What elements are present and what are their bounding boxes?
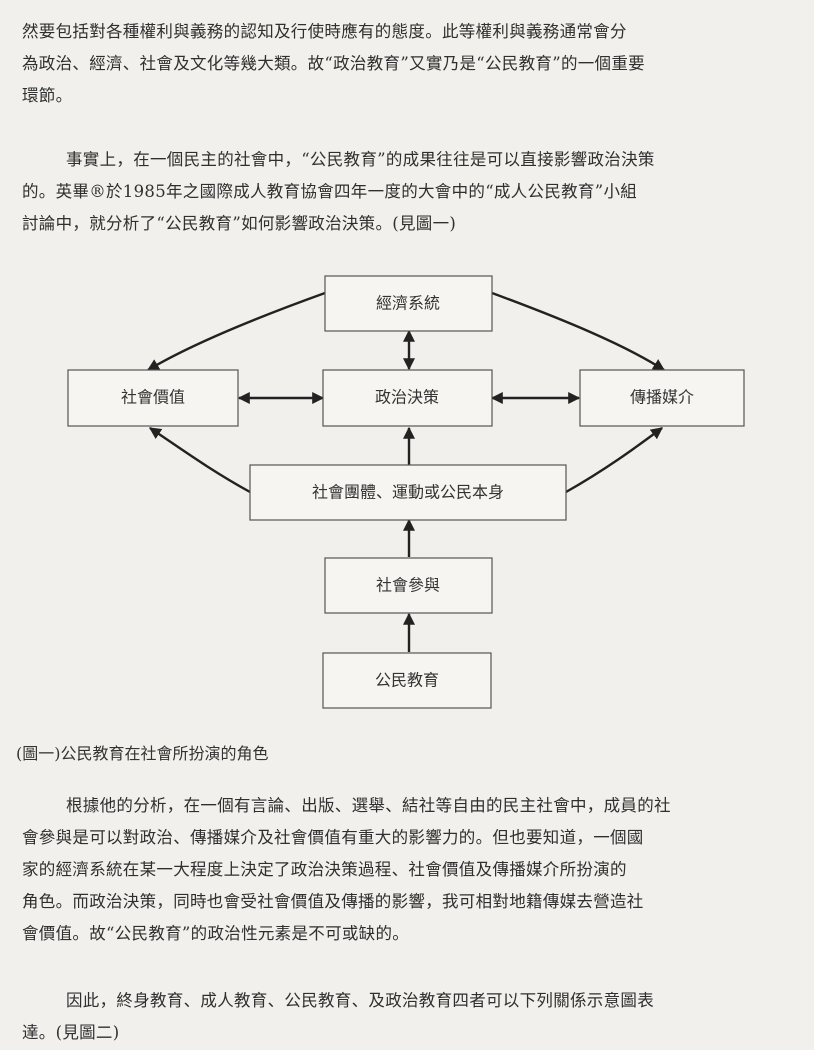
figure-caption: (圖一)公民教育在社會所扮演的角色 bbox=[16, 744, 269, 763]
node-economic-system: 經濟系統 bbox=[324, 275, 493, 332]
node-social-values: 社會價值 bbox=[67, 369, 239, 427]
text-line: 的。英畢®於1985年之國際成人教育協會四年一度的大會中的“成人公民教育”小組 bbox=[22, 182, 638, 201]
arrow-economic-to-media bbox=[491, 291, 666, 372]
node-label: 社會價值 bbox=[121, 388, 185, 407]
paragraph-rights-duties: 然要包括對各種權利與義務的認知及行使時應有的態度。此等權利與義務通常會分 為政治… bbox=[22, 16, 792, 112]
arrow-groups-to-media bbox=[565, 427, 663, 494]
node-label: 傳播媒介 bbox=[630, 388, 694, 407]
paragraph-civic-education-impact: 事實上，在一個民主的社會中，“公民教育”的成果往往是可以直接影響政治決策 的。英… bbox=[22, 144, 792, 240]
text-line: 會參與是可以對政治、傳播媒介及社會價值有重大的影響力的。但也要知道，一個國 bbox=[22, 828, 644, 847]
text-line: 事實上，在一個民主的社會中，“公民教育”的成果往往是可以直接影響政治決策 bbox=[66, 150, 655, 169]
arrow-groups-to-social-values bbox=[149, 427, 251, 494]
text-line: 然要包括對各種權利與義務的認知及行使時應有的態度。此等權利與義務通常會分 bbox=[22, 22, 627, 41]
arrow-economic-to-social-values bbox=[146, 291, 326, 372]
text-line: 因此，終身教育、成人教育、公民教育、及政治教育四者可以下列關係示意圖表 bbox=[66, 991, 654, 1010]
text-line: 討論中，就分析了“公民教育”如何影響政治決策。(見圖一) bbox=[22, 214, 457, 233]
node-media: 傳播媒介 bbox=[579, 369, 745, 427]
node-label: 政治決策 bbox=[375, 388, 439, 407]
text-line: 角色。而政治決策，同時也會受社會價值及傳播的影響，我可相對地籍傳媒去營造社 bbox=[22, 892, 644, 911]
text-line: 為政治、經濟、社會及文化等幾大類。故“政治教育”又實乃是“公民教育”的一個重要 bbox=[22, 54, 645, 73]
node-groups-movements: 社會團體、運動或公民本身 bbox=[249, 464, 567, 521]
node-label: 經濟系統 bbox=[376, 294, 440, 313]
node-label: 社會團體、運動或公民本身 bbox=[312, 483, 504, 502]
node-label: 社會參與 bbox=[376, 576, 440, 595]
paragraph-analysis: 根據他的分析，在一個有言論、出版、選舉、結社等自由的民主社會中，成員的社 會參與… bbox=[22, 790, 792, 950]
text-line: 家的經濟系統在某一大程度上決定了政治決策過程、社會價值及傳播媒介所扮演的 bbox=[22, 860, 627, 879]
node-political-decision: 政治決策 bbox=[322, 369, 493, 427]
paragraph-conclusion: 因此，終身教育、成人教育、公民教育、及政治教育四者可以下列關係示意圖表 達。(見… bbox=[22, 985, 792, 1049]
text-line: 環節。 bbox=[22, 86, 73, 105]
text-line: 達。(見圖二) bbox=[22, 1023, 120, 1042]
text-line: 會價值。故“公民教育”的政治性元素是不可或缺的。 bbox=[22, 924, 410, 943]
node-civic-education: 公民教育 bbox=[322, 652, 492, 709]
text-line: 根據他的分析，在一個有言論、出版、選舉、結社等自由的民主社會中，成員的社 bbox=[66, 796, 671, 815]
node-social-participation: 社會參與 bbox=[324, 557, 493, 614]
node-label: 公民教育 bbox=[375, 671, 439, 690]
